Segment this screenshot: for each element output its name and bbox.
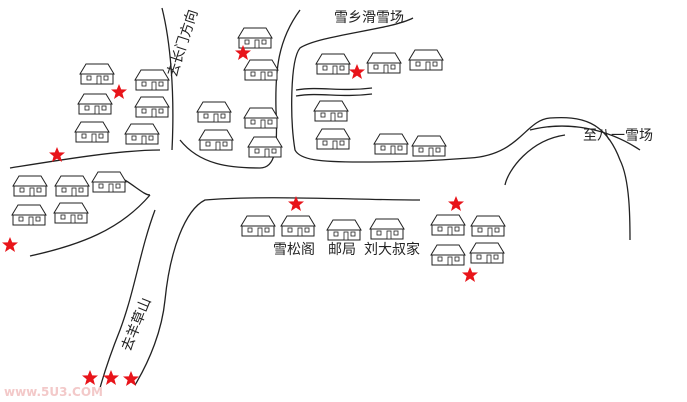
label-liu: 刘大叔家 — [364, 241, 420, 258]
river-crossing-top — [295, 87, 373, 91]
house — [315, 128, 351, 150]
house — [11, 204, 47, 226]
road-bend-upper — [124, 179, 151, 196]
label-road-south: 去羊草山 — [119, 296, 155, 354]
house — [134, 69, 170, 91]
house — [196, 101, 232, 123]
house — [243, 59, 279, 81]
house — [326, 219, 362, 241]
label-village-ski: 雪乡滑雪场 — [334, 9, 404, 26]
star-marker — [103, 370, 119, 385]
watermark: www.5U3.COM — [4, 385, 103, 399]
house — [366, 52, 402, 74]
label-post: 邮局 — [328, 242, 356, 258]
house — [237, 27, 273, 49]
house — [74, 121, 110, 143]
house — [430, 244, 466, 266]
house — [54, 175, 90, 197]
house — [280, 215, 316, 237]
label-road-east: 至八一雪场 — [583, 128, 653, 144]
star-marker — [2, 237, 18, 252]
house — [134, 96, 170, 118]
star-marker — [82, 370, 98, 385]
house — [369, 218, 405, 240]
house — [247, 136, 283, 158]
house — [12, 175, 48, 197]
road-west-outer — [9, 149, 161, 169]
house — [77, 93, 113, 115]
house — [313, 100, 349, 122]
house — [430, 214, 466, 236]
star-marker — [349, 64, 365, 79]
house — [315, 53, 351, 75]
house — [124, 123, 160, 145]
house — [91, 171, 127, 193]
house — [243, 107, 279, 129]
river-crossing-bottom — [295, 93, 373, 97]
house — [411, 135, 447, 157]
star-marker — [462, 267, 478, 282]
star-marker — [448, 196, 464, 211]
label-xuesong: 雪松阁 — [273, 242, 315, 258]
road-west-inner — [29, 194, 151, 257]
house — [373, 133, 409, 155]
road-east-inner — [529, 125, 641, 151]
house — [79, 63, 115, 85]
house — [470, 215, 506, 237]
house — [408, 49, 444, 71]
houses — [11, 27, 506, 266]
label-road-west: 去长门方向 — [165, 8, 202, 80]
road-south-left — [99, 209, 156, 389]
road-center-south — [134, 197, 421, 386]
road-east-outer — [504, 134, 566, 186]
road-north-right — [291, 17, 631, 241]
star-marker — [111, 84, 127, 99]
house — [469, 242, 505, 264]
house — [53, 202, 89, 224]
star-marker — [123, 371, 139, 386]
house — [240, 215, 276, 237]
road-north-left — [161, 7, 174, 151]
house — [198, 129, 234, 151]
